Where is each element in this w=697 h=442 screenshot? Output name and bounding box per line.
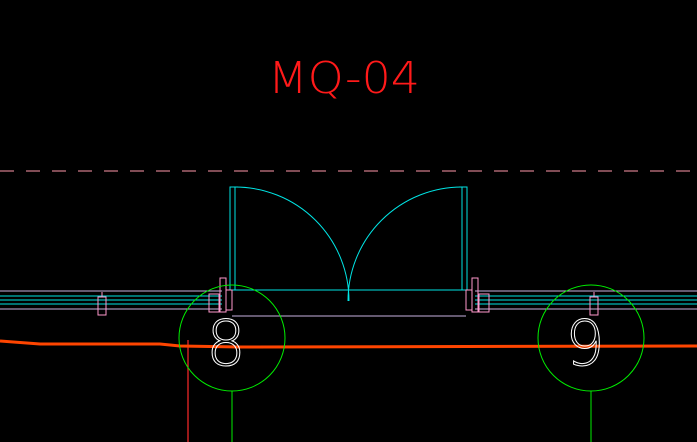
double-door-symbol (229, 186, 468, 302)
grid-axis-label-9: 9 (565, 307, 604, 380)
grid-axis-label-8: 8 (206, 307, 245, 380)
wall-right (475, 290, 697, 310)
door-tag-label: MQ-04 (268, 53, 420, 104)
post-markers (97, 277, 599, 316)
wall-left (0, 290, 222, 310)
grid-bubble-9: 9 (537, 284, 645, 442)
grid-bubble-8: 8 (178, 284, 286, 442)
orange-section-line (0, 339, 697, 349)
